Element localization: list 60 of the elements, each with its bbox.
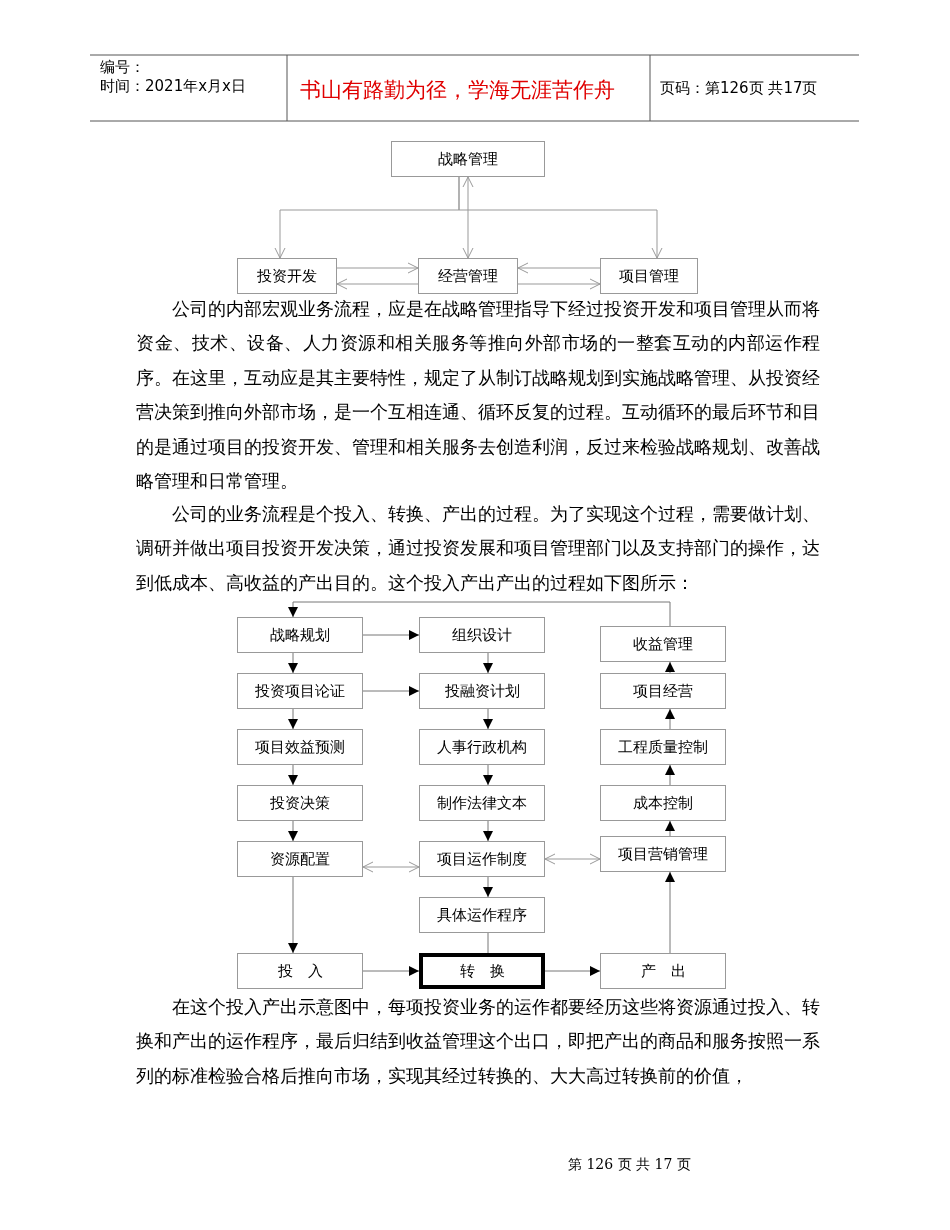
arrow xyxy=(288,764,298,786)
process-box: 投资项目论证 xyxy=(237,673,363,709)
arrow xyxy=(458,176,663,259)
arrow xyxy=(517,278,601,290)
arrow xyxy=(483,876,493,898)
process-box: 成本控制 xyxy=(600,785,726,821)
page-footer: 第 126 页 共 17 页 xyxy=(568,1156,691,1174)
connector-line xyxy=(487,932,489,954)
arrow xyxy=(336,262,419,274)
arrow xyxy=(544,966,601,976)
arrow xyxy=(483,820,493,842)
arrow xyxy=(288,876,298,954)
arrow xyxy=(362,861,420,873)
process-box: 项目管理 xyxy=(600,258,698,294)
process-box: 经营管理 xyxy=(418,258,518,294)
arrow xyxy=(362,686,420,696)
process-box: 资源配置 xyxy=(237,841,363,877)
arrow xyxy=(483,764,493,786)
paragraph: 公司的内部宏观业务流程，应是在战略管理指导下经过投资开发和项目管理从而将资金、技术、设备、人力资源和相关服务等推向外部市场的一整套互动的内部运作程序。在这里，互动应是其主要特性，规定了从制订战略规划到实施战略管理、从投资经营决策到推向外部市场，是一个互相连通、循环反复的过程。互动循环的最后环节和目的是通过项目的投资开发、管理和相关服务去创造利润，反过来检验战略规划、改善战略管理和日常管理。 xyxy=(136,297,820,494)
arrow xyxy=(665,820,675,837)
process-box: 制作法律文本 xyxy=(419,785,545,821)
process-box: 投 入 xyxy=(237,953,363,989)
arrow xyxy=(665,871,675,954)
arrow xyxy=(665,708,675,730)
arrow xyxy=(462,176,474,259)
process-box: 项目经营 xyxy=(600,673,726,709)
arrow xyxy=(544,853,601,865)
motto-text: 书山有路勤为径，学海无涯苦作舟 xyxy=(300,77,615,104)
arrow xyxy=(288,652,298,674)
arrow xyxy=(288,601,671,627)
arrow xyxy=(288,708,298,730)
process-box: 转 换 xyxy=(419,953,545,989)
process-box: 战略管理 xyxy=(391,141,545,177)
process-box: 投资开发 xyxy=(237,258,337,294)
process-box: 项目效益预测 xyxy=(237,729,363,765)
paragraph: 在这个投入产出示意图中，每项投资业务的运作都要经历这些将资源通过投入、转换和产出的运作程序，最后归结到收益管理这个出口，即把产出的商品和服务按照一系列的标准检验合格后推向市场，实现其经过转换的、大大高过转换前的价值， xyxy=(136,995,820,1088)
arrow xyxy=(336,278,419,290)
process-box: 组织设计 xyxy=(419,617,545,653)
arrow xyxy=(483,708,493,730)
arrow xyxy=(517,262,601,274)
process-box: 投融资计划 xyxy=(419,673,545,709)
arrow xyxy=(362,630,420,640)
process-box: 投资决策 xyxy=(237,785,363,821)
process-box: 项目营销管理 xyxy=(600,836,726,872)
process-box: 收益管理 xyxy=(600,626,726,662)
arrow xyxy=(288,820,298,842)
process-box: 战略规划 xyxy=(237,617,363,653)
arrow xyxy=(483,652,493,674)
process-box: 具体运作程序 xyxy=(419,897,545,933)
field-label: 编号： xyxy=(100,58,145,77)
process-box: 人事行政机构 xyxy=(419,729,545,765)
paragraph: 公司的业务流程是个投入、转换、产出的过程。为了实现这个过程，需要做计划、调研并做出项目投资开发决策，通过投资发展和项目管理部门以及支持部门的操作，达到低成本、高收益的产出目的。这个投入产出产出的过程如下图所示： xyxy=(136,502,820,595)
process-box: 产 出 xyxy=(600,953,726,989)
process-box: 项目运作制度 xyxy=(419,841,545,877)
arrow xyxy=(362,966,420,976)
date-field: 时间：2021年x月x日 xyxy=(100,77,246,96)
process-box: 工程质量控制 xyxy=(600,729,726,765)
arrow xyxy=(665,764,675,786)
arrow xyxy=(665,661,675,674)
page-number: 页码：第126页 共17页 xyxy=(660,79,818,98)
